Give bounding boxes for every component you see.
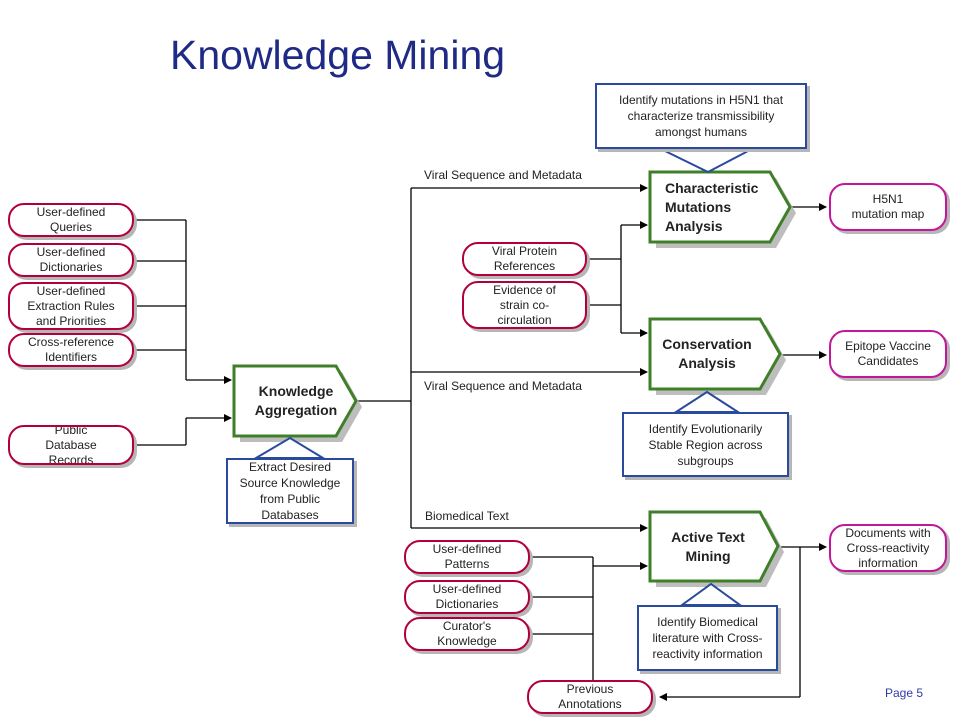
goal-mutations: Identify mutations in H5N1 that characte… (595, 83, 807, 149)
input-public-database: Public Database Records (8, 425, 134, 465)
output-mutation-map: H5N1 mutation map (829, 183, 947, 231)
connectors-conservation (588, 221, 648, 337)
output-epitope-candidates: Epitope Vaccine Candidates (829, 330, 947, 378)
input-cross-reference: Cross-reference Identifiers (8, 333, 134, 367)
input-user-dictionaries: User-defined Dictionaries (8, 243, 134, 277)
input-user-patterns: User-defined Patterns (404, 540, 530, 574)
connectors-text-mining (531, 543, 827, 701)
input-curator-knowledge: Curator's Knowledge (404, 617, 530, 651)
input-previous-annotations: Previous Annotations (527, 680, 653, 714)
page-title: Knowledge Mining (170, 32, 506, 78)
connectors-aggregation (135, 219, 232, 446)
process-shapes (232, 170, 796, 587)
goal-conservation: Identify Evolutionarily Stable Region ac… (622, 412, 789, 477)
edge-label-biomedical: Biomedical Text (425, 509, 509, 523)
edge-label-sequence-mid: Viral Sequence and Metadata (424, 379, 582, 393)
process-conservation-analysis: Conservation Analysis (662, 336, 752, 371)
input-user-queries: User-defined Queries (8, 203, 134, 237)
edge-label-sequence-top: Viral Sequence and Metadata (424, 168, 582, 182)
input-text-dictionaries: User-defined Dictionaries (404, 580, 530, 614)
connectors-outputs (780, 203, 827, 359)
goal-text-mining: Identify Biomedical literature with Cros… (637, 605, 778, 671)
process-active-text-mining: Active Text Mining (671, 528, 745, 564)
process-knowledge-aggregation: Knowledge Aggregation (254, 383, 338, 418)
input-protein-references: Viral Protein References (462, 242, 587, 276)
connectors-main-trunk (358, 184, 648, 532)
input-strain-cocirculation: Evidence of strain co-circulation (462, 281, 587, 329)
goal-pointer-mutations (662, 149, 751, 174)
goal-pointer-text-mining (678, 582, 744, 606)
input-extraction-rules: User-defined Extraction Rules and Priori… (8, 282, 134, 330)
output-cross-reactivity-documents: Documents with Cross-reactivity informat… (829, 524, 947, 572)
goal-aggregation: Extract Desired Source Knowledge from Pu… (226, 458, 354, 524)
page-number: Page 5 (885, 686, 924, 700)
process-mutations-analysis: Characteristic Mutations Analysis (665, 179, 759, 234)
